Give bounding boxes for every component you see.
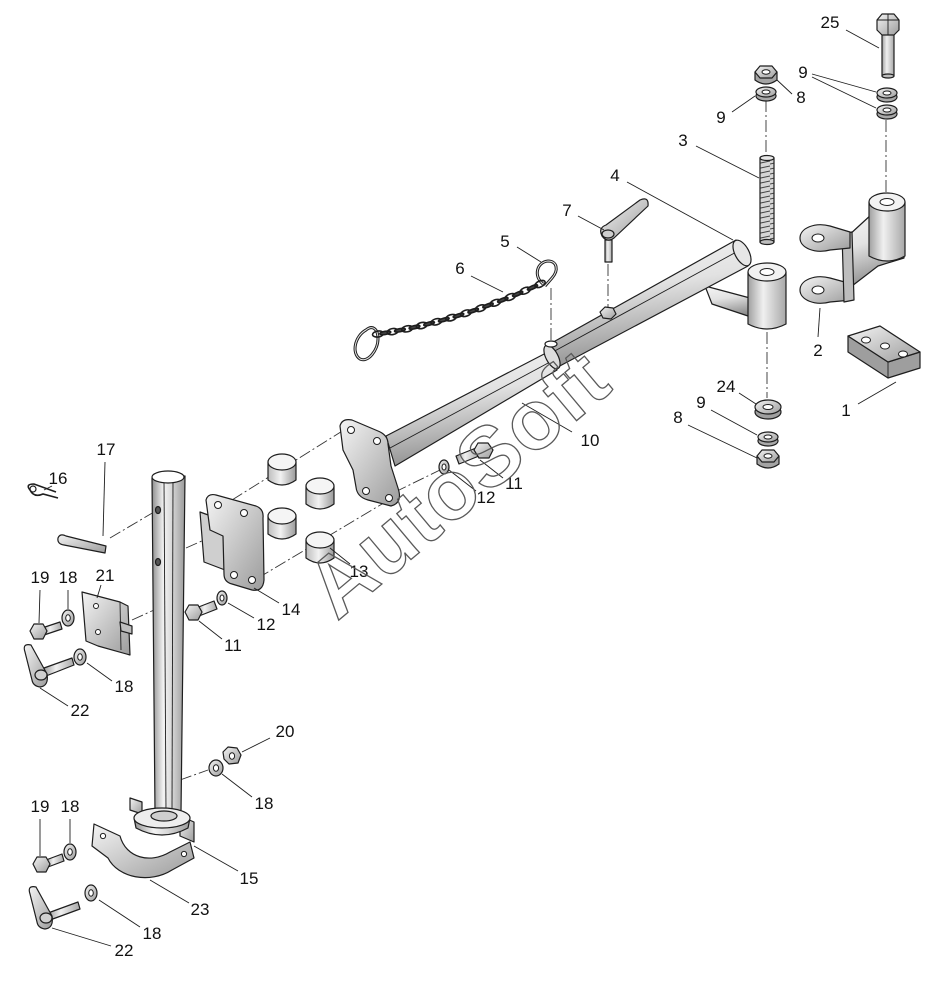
chain-link (534, 279, 546, 289)
callout-15: 15 (240, 869, 259, 888)
part-18-washer-lower-a (63, 843, 77, 861)
part-13-rubber-blocks (267, 453, 335, 564)
rubber-block (305, 531, 335, 564)
boom-set-nut (599, 306, 617, 320)
callout-23: 23 (191, 900, 210, 919)
callout-10: 10 (581, 431, 600, 450)
callout-18-c: 18 (255, 794, 274, 813)
callout-19-b: 19 (31, 797, 50, 816)
callout-12-a: 12 (477, 488, 496, 507)
callout-7: 7 (562, 201, 571, 220)
part-8-nut-top (754, 65, 778, 85)
part-3-threaded-rod (759, 154, 775, 246)
callout-18-e: 18 (143, 924, 162, 943)
part-6-chain (353, 279, 546, 362)
callout-2: 2 (813, 341, 822, 360)
part-9-washer-right-upper (876, 87, 898, 103)
callout-8-a: 8 (796, 88, 805, 107)
part-18-washer-upper-b (73, 648, 87, 666)
part-18-washer-upper-a (61, 609, 75, 627)
callout-9-c: 9 (696, 393, 705, 412)
callout-17: 17 (97, 440, 116, 459)
leader-lines (38, 29, 897, 947)
part-19-bolt-lower (32, 853, 65, 873)
callout-24: 24 (717, 377, 736, 396)
part-14-adapter-plate (199, 493, 265, 591)
part-11-bolt-upper (455, 442, 494, 465)
callout-22-a: 22 (71, 701, 90, 720)
callout-18-b: 18 (115, 677, 134, 696)
callout-18-a: 18 (59, 568, 78, 587)
callout-5: 5 (500, 232, 509, 251)
callout-9-b: 9 (716, 108, 725, 127)
part-25-bolt (876, 13, 900, 79)
callouts: 25 9 8 9 3 4 7 5 6 2 1 24 9 8 10 11 12 1… (31, 13, 851, 960)
chain-link (393, 327, 407, 333)
boom-end-bushing (747, 262, 787, 330)
part-23-front-clamp-half (91, 823, 195, 879)
part-21-clamp-plate (81, 591, 133, 656)
callout-9-a: 9 (798, 63, 807, 82)
part-17-locking-pin (57, 534, 107, 554)
part-1-clamp-plate (847, 325, 921, 379)
callout-20: 20 (276, 722, 295, 741)
part-11-bolt-lower (184, 600, 218, 621)
callout-16: 16 (49, 469, 68, 488)
alignment-axes (109, 100, 887, 781)
rubber-block (305, 477, 335, 510)
chain-link (408, 324, 421, 330)
part-8-nut-bottom (756, 449, 780, 469)
post-base-collar (133, 807, 191, 836)
boom-mounting-plate (339, 419, 401, 507)
part-12-washer-upper (438, 459, 450, 475)
part-22-lever-upper (23, 644, 75, 688)
part-16-spring-clip (27, 483, 59, 499)
callout-8-b: 8 (673, 408, 682, 427)
callout-22-b: 22 (115, 941, 134, 960)
callout-3: 3 (678, 131, 687, 150)
callout-21: 21 (96, 566, 115, 585)
part-18-washer-lower-b (84, 884, 98, 902)
callout-25: 25 (821, 13, 840, 32)
callout-11-b: 11 (224, 636, 242, 655)
part-20-nut (222, 746, 242, 765)
vertical-post (151, 470, 186, 814)
rubber-block (267, 453, 297, 486)
part-9-washer-right-lower (876, 104, 898, 120)
callout-13: 13 (350, 562, 369, 581)
part-9-washer-bottom (757, 431, 779, 447)
boom-chain-eye (544, 340, 558, 348)
callout-4: 4 (610, 166, 619, 185)
part-22-lever-lower (28, 886, 81, 930)
part-19-bolt-upper (29, 621, 63, 640)
callout-6: 6 (455, 259, 464, 278)
part-4-boom-upper-tube (543, 239, 755, 370)
rubber-block (267, 507, 297, 540)
part-12-washer-lower (216, 590, 228, 606)
callout-11-a: 11 (505, 474, 523, 493)
callout-19-a: 19 (31, 568, 50, 587)
part-2-swivel-bracket (799, 192, 906, 304)
callout-18-d: 18 (61, 797, 80, 816)
part-5-hook (535, 259, 558, 287)
callout-14: 14 (282, 600, 301, 619)
part-18-washer-post (208, 759, 224, 777)
part-24-washer (754, 399, 782, 420)
callout-12-b: 12 (257, 615, 276, 634)
callout-1: 1 (841, 401, 850, 420)
part-10-boom-lower-tube (385, 351, 558, 467)
part-9-washer-top (755, 86, 777, 102)
